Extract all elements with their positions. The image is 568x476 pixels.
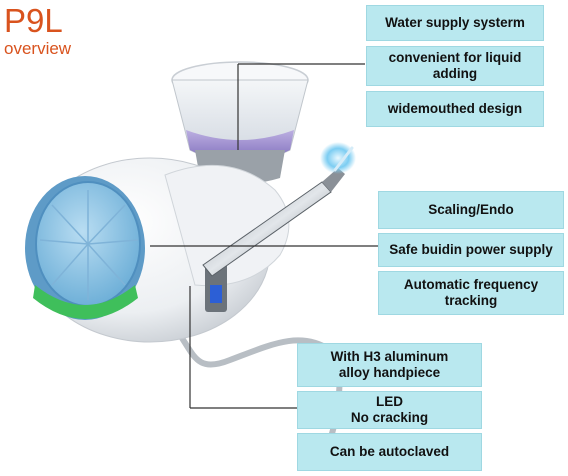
feature-led: LED No cracking bbox=[297, 391, 482, 429]
feature-power-supply: Safe buidin power supply bbox=[378, 233, 564, 267]
feature-scaling-endo: Scaling/Endo bbox=[378, 191, 564, 229]
product-subtitle: overview bbox=[4, 39, 72, 58]
feature-aluminum-handpiece: With H3 aluminum alloy handpiece bbox=[297, 343, 482, 387]
feature-autoclaved: Can be autoclaved bbox=[297, 433, 482, 471]
feature-liquid-adding: convenient for liquid adding bbox=[366, 46, 544, 86]
feature-widemouthed: widemouthed design bbox=[366, 91, 544, 127]
feature-water-supply: Water supply systerm bbox=[366, 5, 544, 41]
feature-frequency-tracking: Automatic frequency tracking bbox=[378, 271, 564, 315]
product-title: P9L bbox=[4, 2, 63, 39]
